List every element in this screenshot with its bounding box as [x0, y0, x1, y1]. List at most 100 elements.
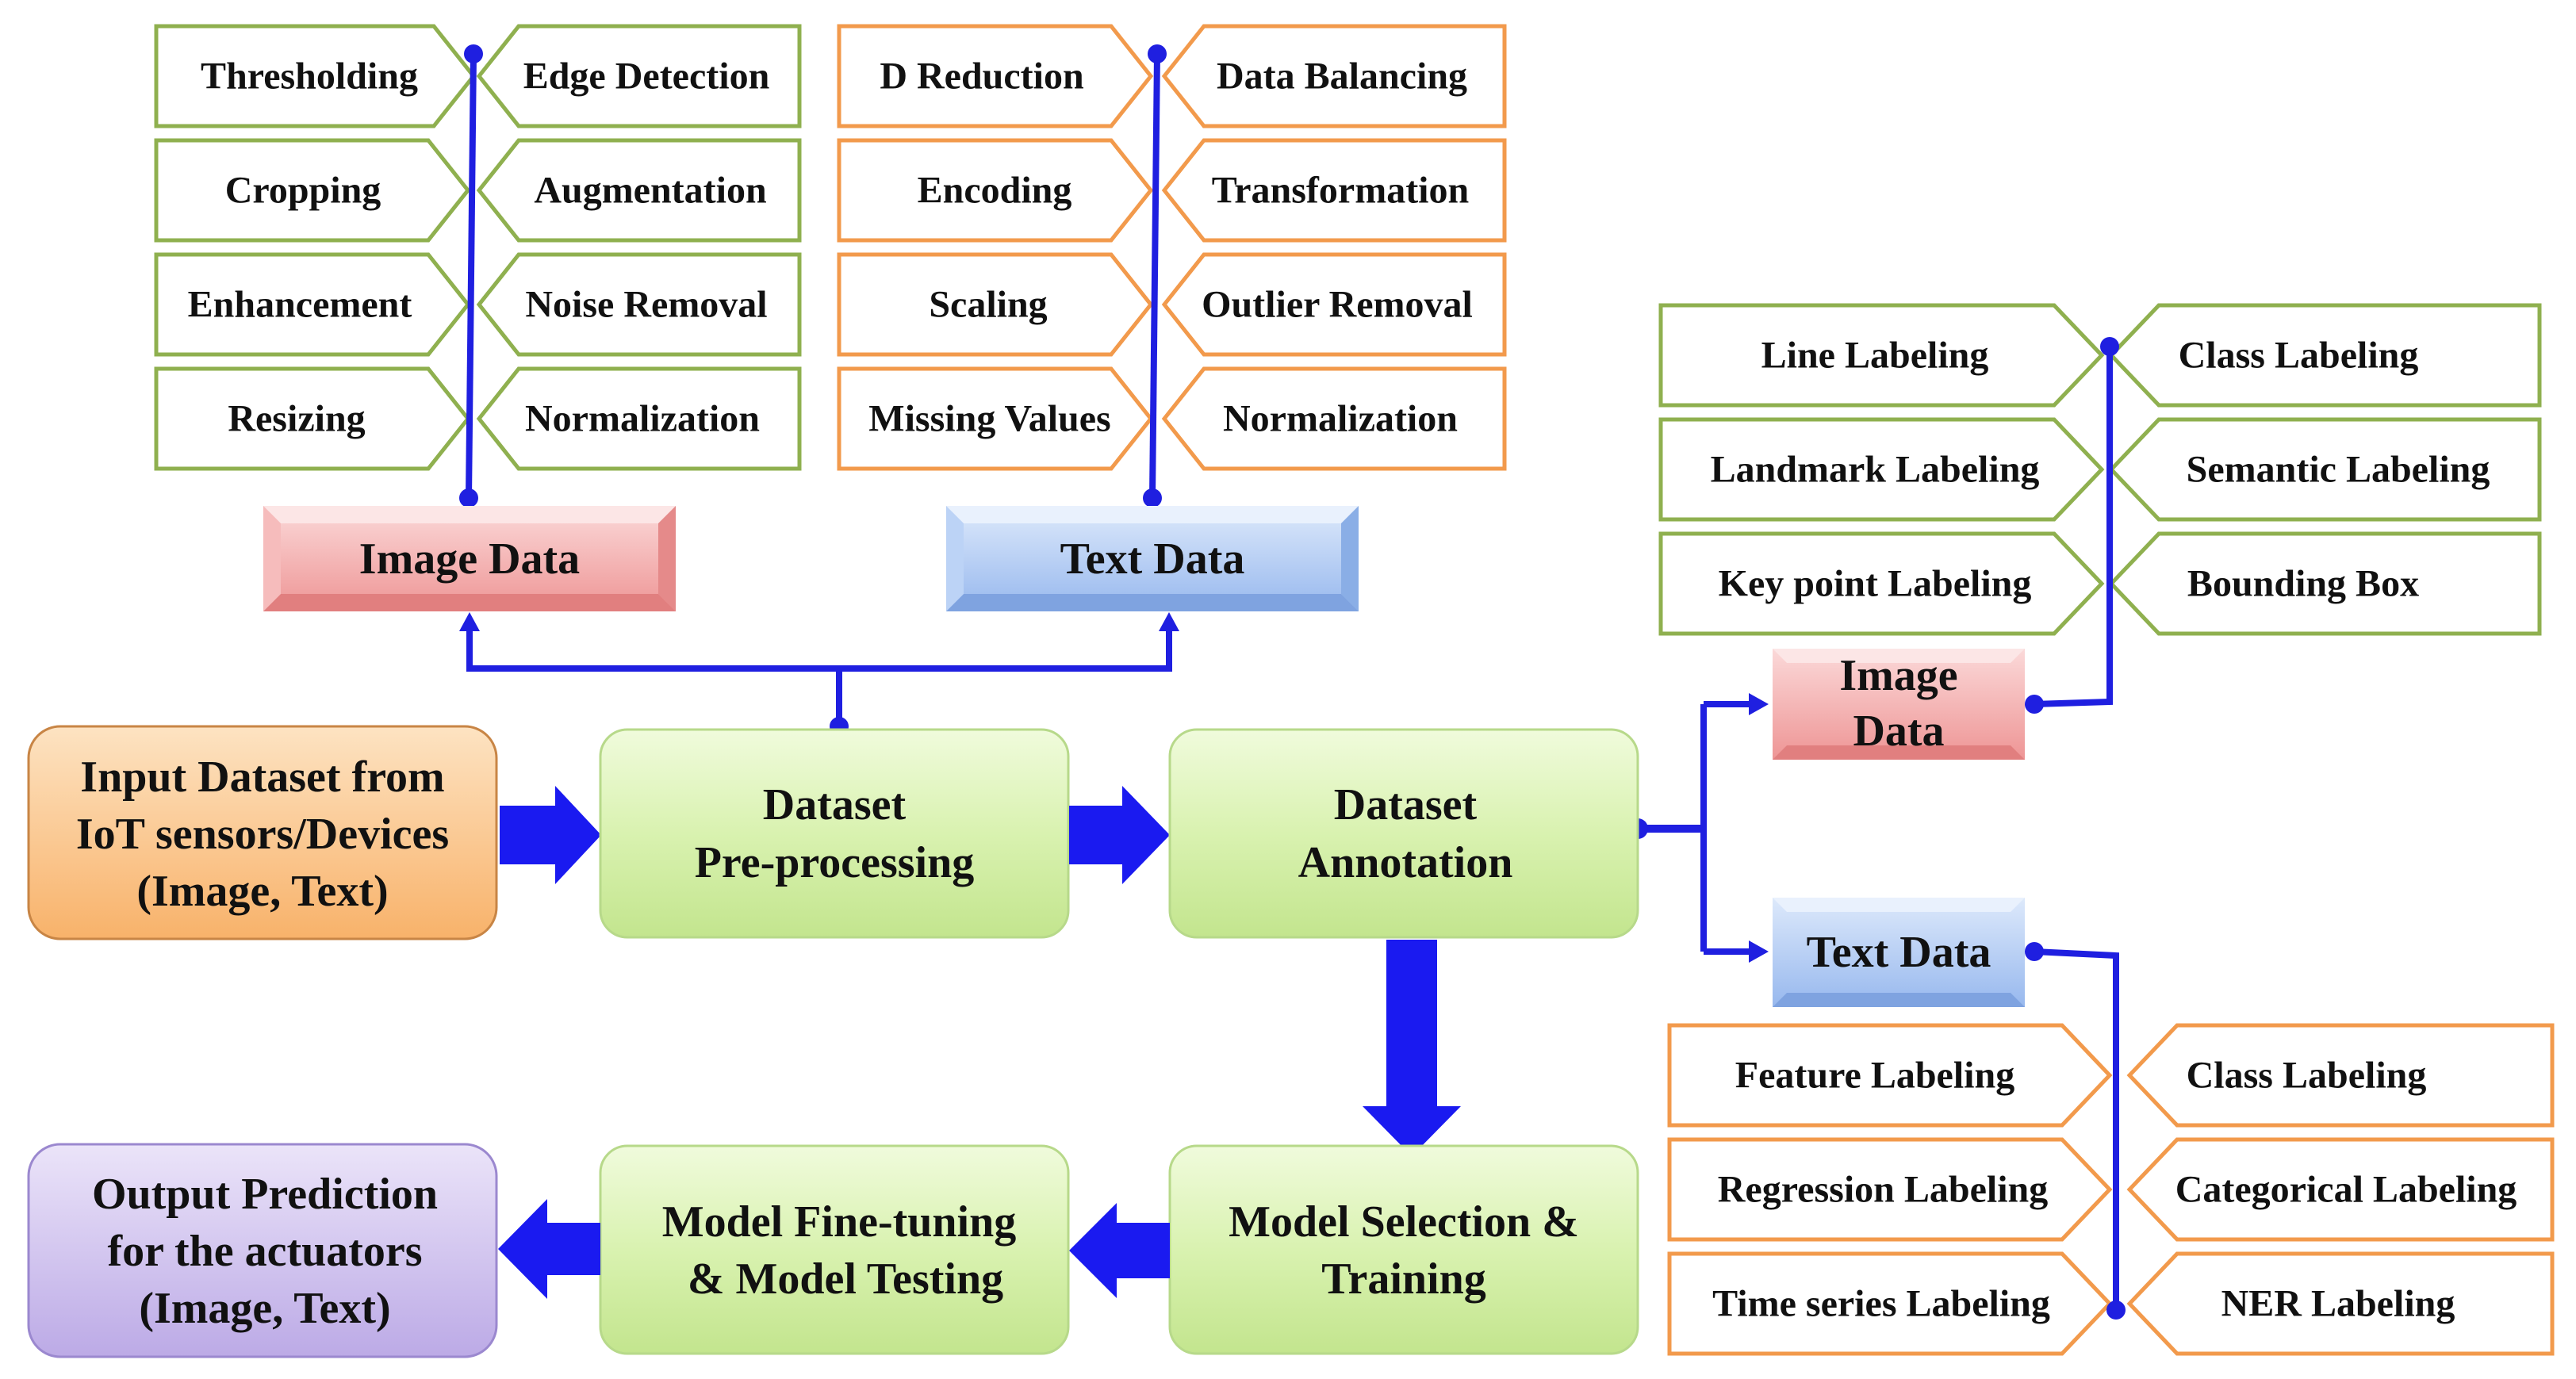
- tag-resizing-label: Resizing: [228, 398, 365, 440]
- selection-line-2: Training: [1321, 1255, 1485, 1304]
- tag-outlier-removal: [1161, 252, 1507, 357]
- tag-class-labeling-text-label: Class Labeling: [2187, 1055, 2427, 1097]
- tag-categorical-labeling: [2126, 1137, 2555, 1242]
- preprocessing-box: Dataset Pre-processing: [599, 728, 1070, 939]
- tag-cropping-label: Cropping: [225, 170, 381, 212]
- tag-normalization-text-label: Normalization: [1223, 398, 1458, 440]
- tag-missing-values: [837, 366, 1154, 471]
- tag-feature-labeling-label: Feature Labeling: [1735, 1055, 2014, 1097]
- text-anno-spine: [2034, 948, 2119, 1310]
- tag-regression-labeling: [1667, 1137, 2113, 1242]
- tag-transformation-label: Transformation: [1212, 170, 1469, 212]
- tag-data-balancing-label: Data Balancing: [1217, 56, 1467, 98]
- image-data-header-label: Image Data: [359, 534, 580, 584]
- tag-thresholding: [154, 24, 477, 128]
- input-dataset-box: Input Dataset from IoT sensors/Devices (…: [27, 725, 498, 940]
- preprocessing-line-2: Pre-processing: [695, 838, 975, 887]
- image-annotation-group: Line Labeling Landmark Labeling Key poin…: [1658, 303, 2542, 714]
- arrow-selection-to-finetune: [1069, 1203, 1170, 1298]
- tag-noise-removal: [476, 252, 802, 357]
- output-line-1: Output Prediction: [92, 1170, 438, 1219]
- annotation-line-2: Annotation: [1298, 838, 1513, 887]
- text-preprocessing-group: D Reduction Encoding Scaling Missing Val…: [837, 24, 1507, 508]
- tag-edge-detection-label: Edge Detection: [523, 56, 770, 98]
- finetune-box: Model Fine-tuning & Model Testing: [599, 1144, 1070, 1355]
- image-data-header-preprocessing: Image Data: [263, 506, 676, 611]
- tag-ner-labeling: [2126, 1251, 2555, 1356]
- arrow-preprocessing-to-annotation: [1069, 786, 1170, 884]
- tag-categorical-labeling-label: Categorical Labeling: [2175, 1169, 2517, 1211]
- tag-thresholding-label: Thresholding: [201, 56, 418, 98]
- preprocessing-branch-connector: [459, 612, 1179, 736]
- tag-line-labeling: [1658, 303, 2105, 408]
- tag-bounding-box-label: Bounding Box: [2187, 563, 2419, 605]
- text-annotation-group: Feature Labeling Regression Labeling Tim…: [1667, 942, 2555, 1356]
- tag-normalization-text: [1161, 366, 1507, 471]
- tag-missing-values-label: Missing Values: [868, 398, 1110, 440]
- tag-cropping: [154, 138, 471, 243]
- arrow-input-to-preprocessing: [500, 786, 601, 884]
- arrow-finetune-to-output: [498, 1199, 600, 1299]
- tag-normalization-image: [476, 366, 802, 471]
- tag-outlier-removal-label: Outlier Removal: [1202, 284, 1473, 326]
- tag-scaling-label: Scaling: [929, 284, 1047, 326]
- tag-semantic-labeling: [2108, 417, 2542, 522]
- selection-line-1: Model Selection &: [1229, 1197, 1579, 1247]
- input-line-1: Input Dataset from: [80, 753, 444, 802]
- tag-transformation: [1161, 138, 1507, 243]
- image-preprocessing-group: Thresholding Cropping Enhancement Resizi…: [154, 24, 802, 508]
- tag-key-point-labeling-label: Key point Labeling: [1719, 563, 2032, 605]
- tag-scaling: [837, 252, 1154, 357]
- tag-noise-removal-label: Noise Removal: [525, 284, 767, 326]
- annotation-line-1: Dataset: [1334, 780, 1478, 829]
- tag-encoding: [837, 138, 1154, 243]
- tag-line-labeling-label: Line Labeling: [1761, 335, 1989, 377]
- arrow-annotation-to-selection: [1363, 940, 1461, 1156]
- tag-data-balancing: [1161, 24, 1507, 128]
- image-prep-spine-dot-top: [464, 44, 483, 63]
- finetune-line-2: & Model Testing: [688, 1255, 1003, 1304]
- tag-d-reduction: [837, 24, 1154, 128]
- text-prep-spine-dot-top: [1148, 44, 1167, 63]
- tag-key-point-labeling: [1658, 531, 2105, 636]
- image-anno-spine: [2034, 347, 2113, 707]
- tag-landmark-labeling: [1658, 417, 2105, 522]
- image-prep-spine: [466, 53, 477, 499]
- text-data-header-annotation: Text Data: [1773, 898, 2025, 1007]
- tag-enhancement-label: Enhancement: [188, 284, 412, 326]
- annotation-branch-connector: [1627, 693, 1769, 963]
- tag-feature-labeling: [1667, 1023, 2113, 1128]
- text-prep-spine-dot-bottom: [1143, 488, 1162, 508]
- tag-enhancement: [154, 252, 471, 357]
- output-prediction-box: Output Prediction for the actuators (Ima…: [27, 1143, 498, 1358]
- image-prep-spine-dot-bottom: [459, 488, 478, 508]
- text-prep-spine: [1149, 53, 1160, 499]
- tag-semantic-labeling-label: Semantic Labeling: [2187, 449, 2490, 491]
- tag-regression-labeling-label: Regression Labeling: [1718, 1169, 2048, 1211]
- image-data-annotation-line1: Image: [1839, 651, 1957, 700]
- input-line-2: IoT sensors/Devices: [76, 810, 449, 859]
- tag-landmark-labeling-label: Landmark Labeling: [1711, 449, 2040, 491]
- output-line-2: for the actuators: [107, 1227, 422, 1276]
- tag-bounding-box: [2108, 531, 2542, 636]
- output-line-3: (Image, Text): [139, 1284, 390, 1333]
- tag-edge-detection: [476, 24, 802, 128]
- tag-class-labeling-image-label: Class Labeling: [2179, 335, 2419, 377]
- text-data-annotation-label: Text Data: [1807, 928, 1991, 977]
- text-data-header-label: Text Data: [1060, 534, 1245, 584]
- tag-ner-labeling-label: NER Labeling: [2221, 1283, 2455, 1325]
- tag-resizing: [154, 366, 471, 471]
- input-line-3: (Image, Text): [136, 867, 388, 916]
- annotation-box: Dataset Annotation: [1168, 728, 1639, 939]
- image-data-annotation-line2: Data: [1853, 707, 1944, 756]
- model-selection-box: Model Selection & Training: [1168, 1144, 1639, 1355]
- tag-augmentation: [476, 138, 802, 243]
- tag-normalization-image-label: Normalization: [525, 398, 760, 440]
- tag-augmentation-label: Augmentation: [534, 170, 766, 212]
- tag-class-labeling-image: [2108, 303, 2542, 408]
- tag-time-series-labeling: [1667, 1251, 2113, 1356]
- tag-encoding-label: Encoding: [918, 170, 1072, 212]
- tag-class-labeling-text: [2126, 1023, 2555, 1128]
- text-data-header-preprocessing: Text Data: [946, 506, 1359, 611]
